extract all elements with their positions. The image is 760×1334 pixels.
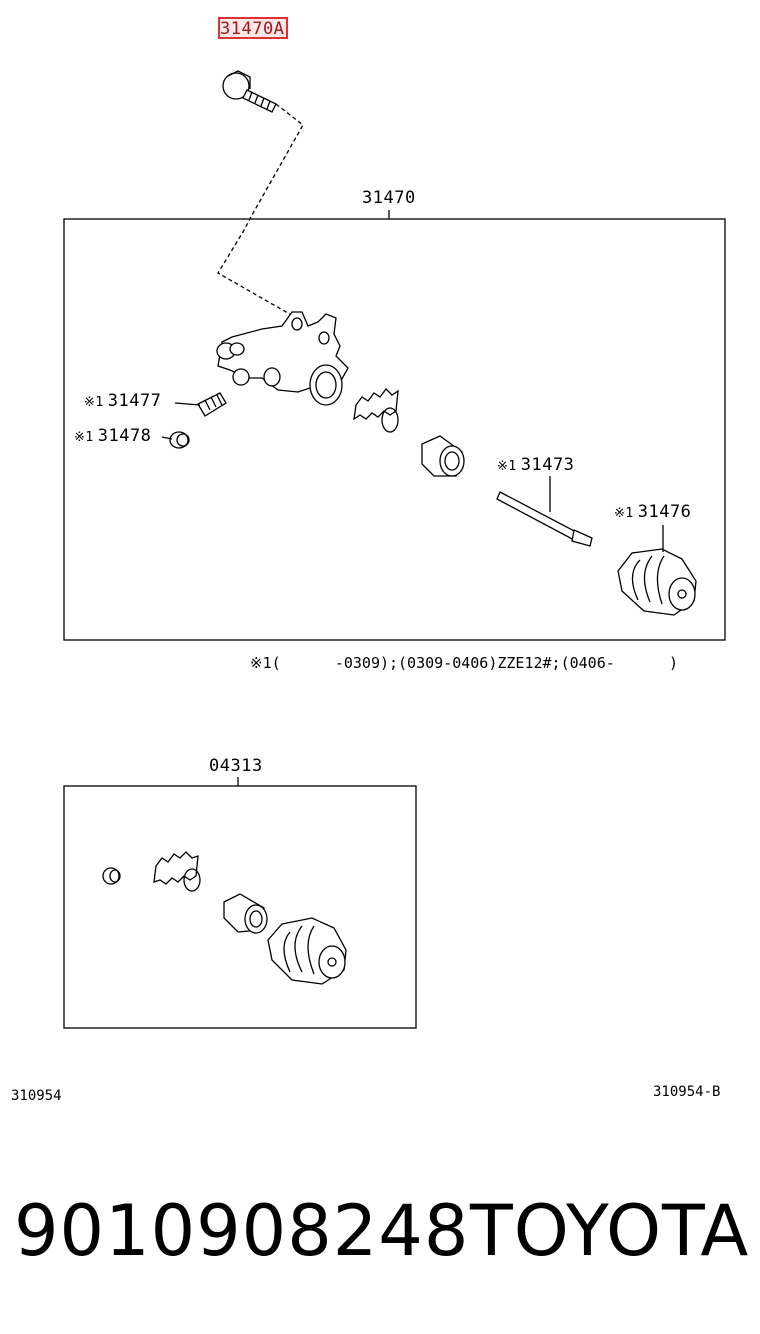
cap-part xyxy=(169,431,190,449)
kit-cap-part xyxy=(102,867,121,885)
cylinder-body xyxy=(216,311,349,406)
diagram-id-left: 310954 xyxy=(11,1088,62,1104)
applicability-footnote: ※1( -0309);(0309-0406)ZZE12#;(0406- ) xyxy=(250,654,678,672)
part-label-31470a[interactable]: 31470A xyxy=(220,19,285,39)
bolt-part xyxy=(222,70,277,113)
push-rod-part xyxy=(496,491,593,547)
diagram-id-right: 310954-B xyxy=(653,1084,721,1100)
boot-part xyxy=(617,548,697,616)
note-mark: ※1 xyxy=(74,430,94,445)
note-mark: ※1 xyxy=(614,506,634,521)
main-group-label[interactable]: 31470 xyxy=(362,188,416,208)
brand-name: TOYOTA xyxy=(470,1190,750,1272)
bleeder-screw-part xyxy=(197,392,227,417)
kit-label[interactable]: 04313 xyxy=(209,756,263,776)
kit-boot-part xyxy=(267,917,347,985)
spring-part xyxy=(353,388,399,433)
main-assembly-box xyxy=(63,218,726,641)
kit-box xyxy=(63,785,417,1029)
note-mark: ※1 xyxy=(497,459,517,474)
note-mark: ※1 xyxy=(84,395,104,410)
kit-spring-part xyxy=(153,851,201,892)
part-number: 9010908248 xyxy=(14,1190,470,1272)
kit-piston-part xyxy=(223,893,268,934)
highlight-box xyxy=(218,17,288,39)
piston-part xyxy=(421,435,465,477)
